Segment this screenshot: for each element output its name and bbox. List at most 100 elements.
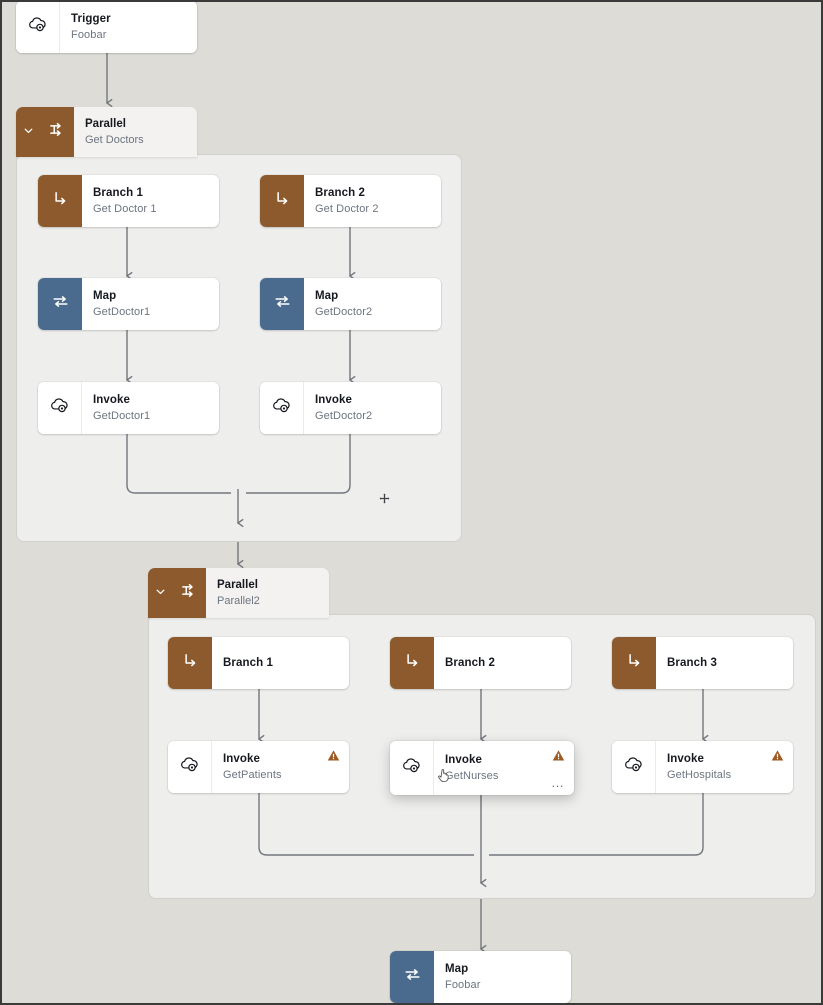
node-invoke-2-2[interactable]: Invoke GetNurses … bbox=[390, 741, 574, 795]
invoke-2-2-title: Invoke bbox=[445, 753, 483, 766]
node-branch-1-1[interactable]: Branch 1 Get Doctor 1 bbox=[38, 175, 219, 227]
map-1-2-title: Map bbox=[315, 289, 339, 302]
map-1-1-body: Map GetDoctor1 bbox=[82, 278, 219, 330]
invoke-1-1-subtitle: GetDoctor1 bbox=[93, 409, 151, 422]
warning-icon[interactable] bbox=[552, 749, 565, 762]
invoke-2-1-chip bbox=[168, 741, 212, 793]
map-final-chip bbox=[390, 951, 434, 1003]
parallel-2-header[interactable]: Parallel Parallel2 bbox=[148, 568, 329, 618]
branch-2-1-title: Branch 1 bbox=[223, 656, 274, 669]
parallel-1-subtitle: Get Doctors bbox=[85, 133, 144, 146]
parallel-1-labels: Parallel Get Doctors bbox=[74, 107, 197, 157]
invoke-1-2-title: Invoke bbox=[315, 393, 353, 406]
node-map-1-2[interactable]: Map GetDoctor2 bbox=[260, 278, 441, 330]
map-swap-icon bbox=[51, 292, 70, 316]
map-swap-icon bbox=[273, 292, 292, 316]
cloud-gear-icon bbox=[401, 755, 422, 781]
invoke-1-1-body: Invoke GetDoctor1 bbox=[82, 382, 219, 434]
map-1-1-chip bbox=[38, 278, 82, 330]
branch-arrow-icon bbox=[625, 651, 644, 675]
branch-1-2-subtitle: Get Doctor 2 bbox=[315, 202, 379, 215]
chevron-down-icon[interactable] bbox=[155, 584, 166, 602]
parallel-2-labels: Parallel Parallel2 bbox=[206, 568, 329, 618]
invoke-2-3-chip bbox=[612, 741, 656, 793]
cloud-gear-icon bbox=[179, 754, 200, 780]
parallel-1-header[interactable]: Parallel Get Doctors bbox=[16, 107, 197, 157]
parallel-1-title: Parallel bbox=[85, 117, 126, 130]
parallel-arrows-icon bbox=[180, 581, 199, 605]
branch-2-3-chip bbox=[612, 637, 656, 689]
branch-arrow-icon bbox=[51, 189, 70, 213]
map-1-2-body: Map GetDoctor2 bbox=[304, 278, 441, 330]
map-final-title: Map bbox=[445, 962, 469, 975]
node-branch-1-2[interactable]: Branch 2 Get Doctor 2 bbox=[260, 175, 441, 227]
node-branch-2-3[interactable]: Branch 3 bbox=[612, 637, 793, 689]
branch-2-2-chip bbox=[390, 637, 434, 689]
map-final-body: Map Foobar bbox=[434, 951, 571, 1003]
map-1-2-chip bbox=[260, 278, 304, 330]
branch-2-1-chip bbox=[168, 637, 212, 689]
branch-2-1-body: Branch 1 bbox=[212, 637, 349, 689]
invoke-2-1-body: Invoke GetPatients bbox=[212, 741, 349, 793]
invoke-1-2-subtitle: GetDoctor2 bbox=[315, 409, 373, 422]
cloud-gear-icon bbox=[623, 754, 644, 780]
node-overflow-menu-button[interactable]: … bbox=[551, 775, 565, 790]
node-invoke-1-1[interactable]: Invoke GetDoctor1 bbox=[38, 382, 219, 434]
node-trigger[interactable]: Trigger Foobar bbox=[16, 2, 197, 53]
cloud-gear-icon bbox=[271, 395, 292, 421]
node-branch-2-2[interactable]: Branch 2 bbox=[390, 637, 571, 689]
invoke-2-3-title: Invoke bbox=[667, 752, 705, 765]
branch-2-2-body: Branch 2 bbox=[434, 637, 571, 689]
branch-arrow-icon bbox=[273, 189, 292, 213]
warning-icon[interactable] bbox=[771, 749, 784, 762]
node-map-1-1[interactable]: Map GetDoctor1 bbox=[38, 278, 219, 330]
branch-2-2-title: Branch 2 bbox=[445, 656, 496, 669]
node-invoke-2-1[interactable]: Invoke GetPatients bbox=[168, 741, 349, 793]
branch-1-1-chip bbox=[38, 175, 82, 227]
move-cursor-marker bbox=[379, 491, 390, 504]
node-invoke-1-2[interactable]: Invoke GetDoctor2 bbox=[260, 382, 441, 434]
parallel-arrows-icon bbox=[48, 120, 67, 144]
map-1-1-subtitle: GetDoctor1 bbox=[93, 305, 151, 318]
branch-2-3-body: Branch 3 bbox=[656, 637, 793, 689]
invoke-2-1-title: Invoke bbox=[223, 752, 261, 765]
invoke-1-1-chip bbox=[38, 382, 82, 434]
branch-arrow-icon bbox=[403, 651, 422, 675]
invoke-2-2-subtitle: GetNurses bbox=[445, 769, 499, 782]
invoke-2-2-body: Invoke GetNurses … bbox=[434, 741, 574, 795]
map-final-subtitle: Foobar bbox=[445, 978, 481, 991]
parallel-2-subtitle: Parallel2 bbox=[217, 594, 260, 607]
invoke-1-1-title: Invoke bbox=[93, 393, 131, 406]
parallel-2-chip bbox=[148, 568, 206, 618]
node-branch-2-1[interactable]: Branch 1 bbox=[168, 637, 349, 689]
trigger-title: Trigger bbox=[71, 12, 111, 25]
branch-1-1-subtitle: Get Doctor 1 bbox=[93, 202, 157, 215]
trigger-body: Trigger Foobar bbox=[60, 2, 197, 53]
branch-1-1-title: Branch 1 bbox=[93, 186, 144, 199]
branch-1-2-body: Branch 2 Get Doctor 2 bbox=[304, 175, 441, 227]
invoke-2-1-subtitle: GetPatients bbox=[223, 768, 282, 781]
cloud-gear-icon bbox=[49, 395, 70, 421]
branch-2-3-title: Branch 3 bbox=[667, 656, 718, 669]
invoke-1-2-body: Invoke GetDoctor2 bbox=[304, 382, 441, 434]
map-swap-icon bbox=[403, 965, 422, 989]
chevron-down-icon[interactable] bbox=[23, 123, 34, 141]
parallel-2-title: Parallel bbox=[217, 578, 258, 591]
map-1-1-title: Map bbox=[93, 289, 117, 302]
cloud-gear-icon bbox=[27, 14, 48, 40]
invoke-2-3-body: Invoke GetHospitals bbox=[656, 741, 793, 793]
trigger-chip bbox=[16, 2, 60, 53]
invoke-2-3-subtitle: GetHospitals bbox=[667, 768, 732, 781]
branch-1-1-body: Branch 1 Get Doctor 1 bbox=[82, 175, 219, 227]
node-map-final[interactable]: Map Foobar bbox=[390, 951, 571, 1003]
trigger-subtitle: Foobar bbox=[71, 28, 107, 41]
branch-arrow-icon bbox=[181, 651, 200, 675]
node-invoke-2-3[interactable]: Invoke GetHospitals bbox=[612, 741, 793, 793]
invoke-1-2-chip bbox=[260, 382, 304, 434]
map-1-2-subtitle: GetDoctor2 bbox=[315, 305, 373, 318]
warning-icon[interactable] bbox=[327, 749, 340, 762]
branch-1-2-title: Branch 2 bbox=[315, 186, 366, 199]
mouse-cursor bbox=[438, 769, 450, 783]
branch-1-2-chip bbox=[260, 175, 304, 227]
